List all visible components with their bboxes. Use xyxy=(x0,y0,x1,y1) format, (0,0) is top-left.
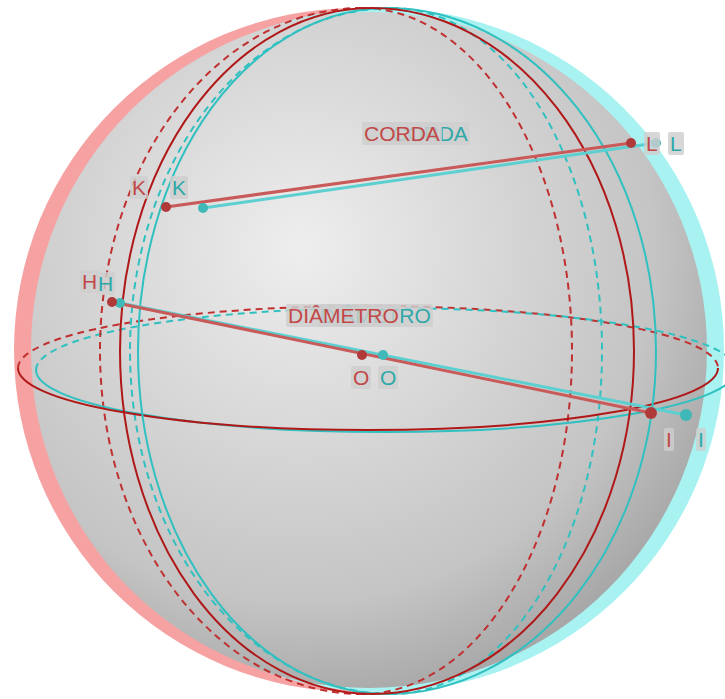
meridian-back xyxy=(362,8,572,694)
point xyxy=(645,407,657,419)
center-point xyxy=(357,350,367,360)
center-label: O xyxy=(351,366,371,389)
meridian-front xyxy=(388,8,656,694)
point-label: L xyxy=(668,132,684,155)
point xyxy=(198,203,208,213)
meridian-front xyxy=(120,8,372,694)
center-point xyxy=(378,350,388,360)
chord xyxy=(166,143,631,207)
point xyxy=(626,138,636,148)
chord xyxy=(203,143,656,208)
diameter xyxy=(112,302,651,413)
point-label: I xyxy=(664,428,674,451)
point-label: L xyxy=(644,132,660,155)
diameter-label: DIÂMETRO xyxy=(286,304,401,327)
meridian-front xyxy=(372,8,634,694)
point xyxy=(161,202,171,212)
point xyxy=(680,409,692,421)
point xyxy=(107,297,117,307)
point-label: K xyxy=(130,176,148,199)
point-label: H xyxy=(80,270,99,293)
sphere xyxy=(31,12,707,688)
point-label: K xyxy=(170,176,188,199)
meridian-back xyxy=(100,8,362,694)
point-label: I xyxy=(696,428,706,451)
meridian-back xyxy=(392,8,602,694)
chord-label: CORDA xyxy=(362,122,442,145)
center-label: O xyxy=(378,366,398,389)
